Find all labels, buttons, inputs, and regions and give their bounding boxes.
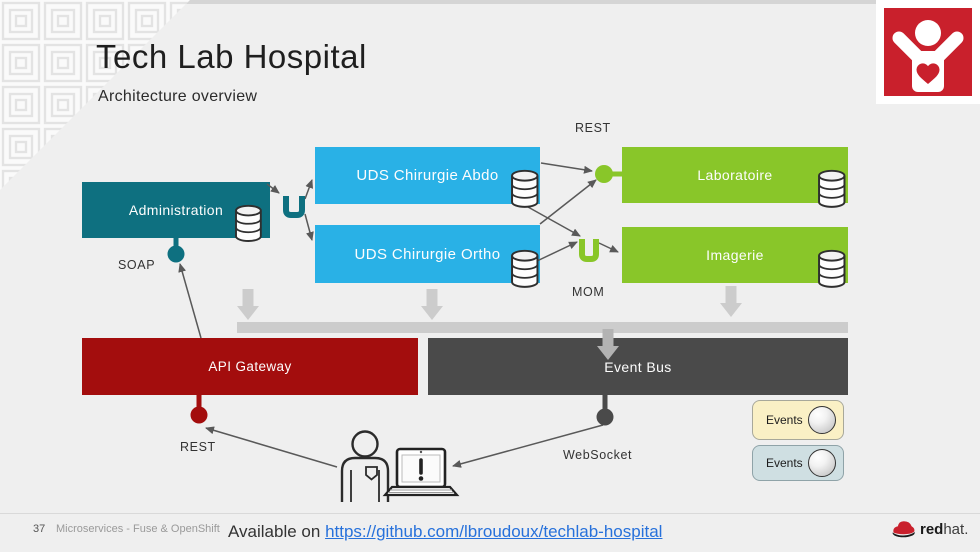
connector-user-to-rest — [205, 426, 338, 468]
soap-lollipop-icon — [167, 245, 185, 263]
label-soap: SOAP — [118, 258, 156, 272]
hospital-logo — [884, 8, 972, 96]
connector-mom-to-imagerie — [598, 242, 619, 253]
deck-title: Microservices - Fuse & OpenShift — [56, 523, 220, 535]
label-rest-top: REST — [575, 121, 611, 135]
connector-ortho-to-rest — [539, 179, 597, 225]
node-administration: Administration — [82, 182, 270, 238]
connector-abdo-to-rest — [540, 162, 593, 174]
event-ball-icon — [808, 449, 836, 477]
connector-socket-to-abdo — [304, 179, 313, 200]
bus-arrow-uds — [421, 289, 443, 320]
connector-socket-to-ortho — [304, 213, 314, 241]
websocket-lollipop-icon — [596, 408, 614, 426]
node-api-gateway-label: API Gateway — [208, 359, 292, 374]
slide-title: Tech Lab Hospital — [96, 38, 367, 75]
mom-socket-icon — [579, 239, 599, 262]
label-websocket: WebSocket — [563, 448, 633, 462]
hospital-logo-frame — [876, 0, 980, 104]
gateway-rest-lollipop-icon — [190, 406, 208, 424]
gateway-lollipop-stem — [196, 395, 202, 407]
redhat-wordmark: redhat. — [920, 520, 969, 538]
node-imagerie: Imagerie — [622, 227, 848, 283]
event-ball-icon — [808, 406, 836, 434]
label-mom: MOM — [572, 285, 605, 299]
events-button-blue[interactable]: Events — [752, 445, 844, 481]
node-imagerie-label: Imagerie — [706, 247, 764, 263]
node-laboratoire: Laboratoire — [622, 147, 848, 203]
node-event-bus: Event Bus — [428, 338, 848, 395]
eventbus-lollipop-stem — [602, 395, 608, 409]
teal-socket-icon — [283, 196, 305, 218]
rest-lollipop-stem — [609, 171, 623, 177]
node-uds-ortho-label: UDS Chirurgie Ortho — [354, 245, 501, 263]
availability-text: Available on https://github.com/lbroudou… — [228, 522, 662, 542]
github-link[interactable]: https://github.com/lbroudoux/techlab-hos… — [325, 522, 663, 541]
node-laboratoire-label: Laboratoire — [697, 167, 773, 183]
person-heart-icon — [892, 20, 964, 92]
slide-subtitle: Architecture overview — [98, 88, 258, 105]
footer-divider — [0, 513, 980, 514]
integration-bus-bar — [237, 322, 848, 333]
soap-lollipop-stem — [173, 238, 179, 247]
events-button-blue-label: Events — [766, 456, 803, 470]
corner-pattern — [0, 0, 190, 190]
events-button-yellow-label: Events — [766, 413, 803, 427]
node-administration-label: Administration — [128, 202, 224, 218]
events-button-yellow[interactable]: Events — [752, 400, 844, 440]
node-api-gateway: API Gateway — [82, 338, 418, 395]
bus-arrow-admin — [237, 289, 259, 320]
redhat-logo: redhat. — [890, 519, 968, 539]
availability-prefix: Available on — [228, 522, 321, 541]
connector-ortho-to-mom — [536, 241, 578, 262]
slide-top-strip — [0, 0, 980, 4]
rest-lollipop-icon — [595, 165, 613, 183]
label-rest-bottom: REST — [180, 440, 216, 454]
node-uds-chirurgie-ortho: UDS Chirurgie Ortho — [315, 225, 540, 283]
user-icon — [340, 430, 390, 502]
node-uds-chirurgie-abdo: UDS Chirurgie Abdo — [315, 147, 540, 204]
redhat-hat-icon — [892, 521, 915, 538]
laptop-icon — [382, 447, 460, 497]
node-event-bus-label: Event Bus — [604, 358, 672, 375]
page-number: 37 — [33, 523, 46, 535]
connector-gateway-to-soap — [178, 263, 202, 339]
node-uds-abdo-label: UDS Chirurgie Abdo — [356, 167, 499, 184]
bus-arrow-imagerie — [720, 286, 742, 317]
